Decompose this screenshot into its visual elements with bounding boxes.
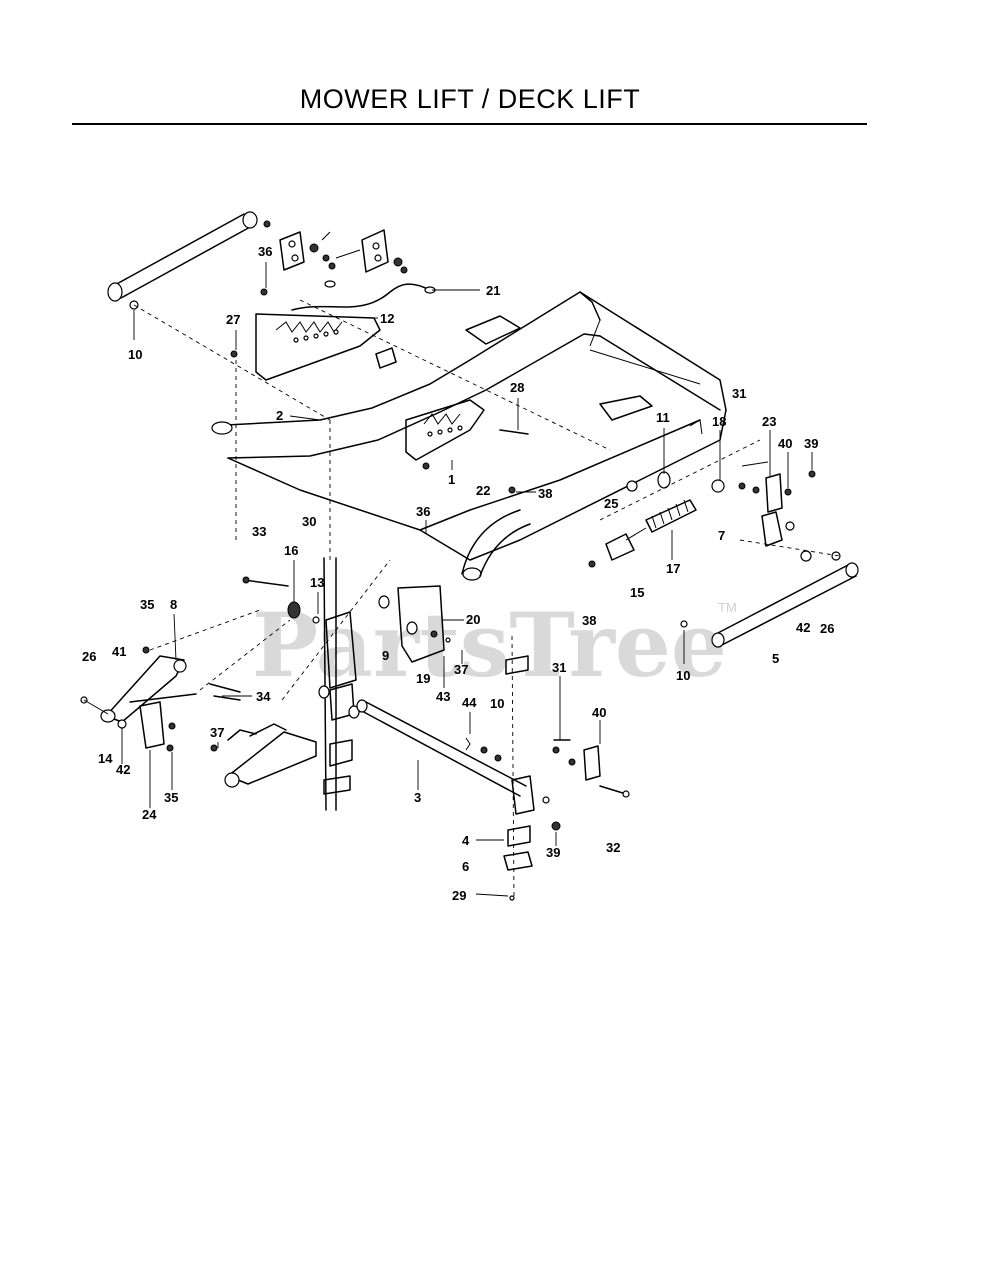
- lift-cable: [291, 283, 431, 311]
- alignment-lines: [133, 299, 841, 901]
- callout-36: 36: [258, 244, 272, 259]
- callout-16: 16: [284, 543, 298, 558]
- main-frame: [211, 291, 727, 581]
- callout-29: 29: [452, 888, 466, 903]
- sector-plate-upper: [230, 313, 397, 381]
- callout-38-right: 38: [582, 613, 596, 628]
- callout-10-right: 10: [676, 668, 690, 683]
- callout-40-lower: 40: [592, 705, 606, 720]
- callout-5: 5: [772, 651, 779, 666]
- callout-30: 30: [302, 514, 316, 529]
- callout-20: 20: [466, 612, 480, 627]
- callout-10-center: 10: [490, 696, 504, 711]
- right-brackets: [626, 419, 841, 562]
- callout-1: 1: [448, 472, 455, 487]
- callout-25: 25: [604, 496, 618, 511]
- title-rule: [72, 123, 867, 125]
- page-title: MOWER LIFT / DECK LIFT: [299, 84, 641, 114]
- watermark-tm: TM: [718, 600, 737, 615]
- callout-21: 21: [486, 283, 500, 298]
- cross-shaft: [356, 699, 561, 831]
- callout-9: 9: [382, 648, 389, 663]
- callout-39: 39: [804, 436, 818, 451]
- callout-15: 15: [630, 585, 644, 600]
- callout-33: 33: [252, 524, 266, 539]
- upper-brackets: [279, 229, 408, 288]
- callout-35: 35: [140, 597, 154, 612]
- callout-34: 34: [256, 689, 271, 704]
- left-arm-upper: [80, 646, 241, 729]
- watermark: PartsTree: [252, 593, 727, 697]
- callout-2: 2: [276, 408, 283, 423]
- sector-plate-lower: [405, 399, 529, 494]
- callout-4: 4: [462, 833, 470, 848]
- callout-44: 44: [462, 695, 477, 710]
- lift-spring: [588, 499, 697, 568]
- callout-37-left: 37: [210, 725, 224, 740]
- callout-labels: 36 21 27 12 10 28 31 2 11 18 23 40 39 1 …: [82, 244, 834, 903]
- leader-lines: [121, 262, 813, 897]
- left-arm-lower: [210, 723, 317, 788]
- callout-35-lower: 35: [164, 790, 178, 805]
- callout-42-left: 42: [116, 762, 130, 777]
- callout-41: 41: [112, 644, 126, 659]
- left-bracket-24: [139, 701, 176, 752]
- callout-8: 8: [170, 597, 177, 612]
- lower-right-rod: [680, 562, 859, 648]
- callout-26-right: 26: [820, 621, 834, 636]
- right-lower-hardware: [552, 739, 630, 798]
- callout-22: 22: [476, 483, 490, 498]
- callout-37: 37: [454, 662, 468, 677]
- callout-14: 14: [98, 751, 113, 766]
- callout-36-lower: 36: [416, 504, 430, 519]
- callout-19: 19: [416, 671, 430, 686]
- callout-28: 28: [510, 380, 524, 395]
- callout-31: 31: [732, 386, 746, 401]
- center-lift-links: [312, 557, 360, 811]
- callout-7: 7: [718, 528, 725, 543]
- callout-10: 10: [128, 347, 142, 362]
- callout-23: 23: [762, 414, 776, 429]
- callout-40: 40: [778, 436, 792, 451]
- callout-31-lower: 31: [552, 660, 566, 675]
- callout-27: 27: [226, 312, 240, 327]
- callout-43: 43: [436, 689, 450, 704]
- callout-12: 12: [380, 311, 394, 326]
- callout-11: 11: [656, 410, 670, 425]
- callout-26-left: 26: [82, 649, 96, 664]
- callout-24: 24: [142, 807, 157, 822]
- callout-3: 3: [414, 790, 421, 805]
- callout-17: 17: [666, 561, 680, 576]
- upper-lift-rod: [107, 211, 271, 310]
- bushing: [242, 576, 301, 619]
- callout-39-lower: 39: [546, 845, 560, 860]
- callout-18: 18: [712, 414, 726, 429]
- callout-38: 38: [538, 486, 552, 501]
- adjust-plate: [378, 585, 451, 663]
- callout-32: 32: [606, 840, 620, 855]
- callout-13: 13: [310, 575, 324, 590]
- callout-6: 6: [462, 859, 469, 874]
- callout-42: 42: [796, 620, 810, 635]
- center-fasteners: [465, 655, 533, 901]
